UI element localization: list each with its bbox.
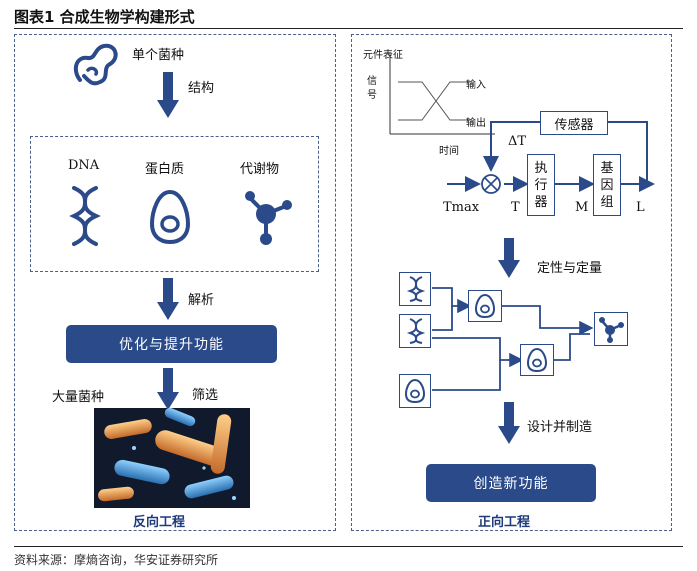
actuator-char-2: 行 [534, 177, 548, 193]
metabolite-product-box [594, 312, 628, 346]
component-protein-label: 蛋白质 [145, 162, 185, 177]
t-label: T [511, 200, 520, 215]
genome-char-2: 因 [600, 177, 614, 193]
protein-icon [404, 378, 426, 404]
top-rule [14, 28, 683, 29]
delta-t-label: ΔT [508, 134, 527, 149]
forward-engineering-caption: 正向工程 [478, 515, 531, 530]
components-box [30, 136, 319, 272]
component-characterization-label: 元件表征 [363, 50, 403, 61]
source-note: 资料来源：摩熵咨询，华安证券研究所 [14, 553, 219, 567]
input-label: 输入 [466, 80, 486, 91]
arrow-down-icon [498, 238, 520, 278]
signal-label-2: 号 [367, 90, 377, 101]
component-metabolite-label: 代谢物 [240, 162, 280, 177]
reverse-engineering-caption: 反向工程 [133, 515, 186, 530]
actuator-char-3: 器 [534, 194, 548, 210]
forward-engineering-panel [351, 34, 672, 531]
assembly-network-lines [432, 287, 594, 391]
qualitative-quantitative-label: 定性与定量 [537, 261, 603, 276]
dna-icon [406, 318, 426, 344]
dna-icon [406, 276, 426, 302]
time-label: 时间 [439, 146, 459, 157]
m-label: M [575, 200, 589, 215]
input-output-graph [389, 54, 495, 135]
bacteria-photo [94, 408, 250, 508]
l-label: L [636, 200, 645, 215]
arrow-down-icon [157, 72, 179, 118]
genome-char-3: 组 [600, 194, 614, 210]
genome-box: 基 因 组 [593, 154, 621, 216]
many-strains-label: 大量菌种 [52, 390, 105, 405]
sensor-box: 传感器 [540, 111, 608, 135]
signal-label-1: 信 [367, 76, 377, 87]
arrow-down-icon [157, 368, 179, 410]
output-label: 输出 [466, 118, 486, 129]
bacteria-illustration [94, 408, 250, 508]
dna-icon [69, 186, 101, 246]
tmax-label: Tmax [443, 200, 480, 215]
dna-part-box-2 [399, 314, 431, 348]
figure-title: 图表1 合成生物学构建形式 [14, 8, 195, 26]
single-strain-label: 单个菌种 [132, 48, 185, 63]
optimize-function-button[interactable]: 优化与提升功能 [66, 325, 277, 363]
create-new-function-button[interactable]: 创造新功能 [426, 464, 596, 502]
design-manufacture-label: 设计并制造 [527, 420, 593, 435]
protein-part-box [399, 374, 431, 408]
screening-label: 筛选 [192, 388, 219, 403]
analysis-label: 解析 [188, 293, 215, 308]
reverse-engineering-panel [14, 34, 336, 531]
protein-icon [149, 189, 191, 245]
single-strain-icon [73, 43, 118, 86]
protein-icon [526, 347, 548, 373]
protein-intermediate-box-2 [520, 344, 554, 376]
structure-label: 结构 [188, 81, 215, 96]
arrow-down-icon [157, 278, 179, 320]
protein-icon [474, 293, 496, 319]
actuator-box: 执 行 器 [527, 154, 555, 216]
component-dna-label: DNA [68, 158, 100, 173]
actuator-char-1: 执 [534, 160, 548, 176]
genome-char-1: 基 [600, 160, 614, 176]
metabolite-icon [245, 191, 292, 245]
dna-part-box-1 [399, 272, 431, 306]
metabolite-icon [599, 317, 624, 343]
arrow-down-icon [498, 402, 520, 444]
bottom-rule [14, 546, 683, 547]
protein-intermediate-box-1 [468, 290, 502, 322]
